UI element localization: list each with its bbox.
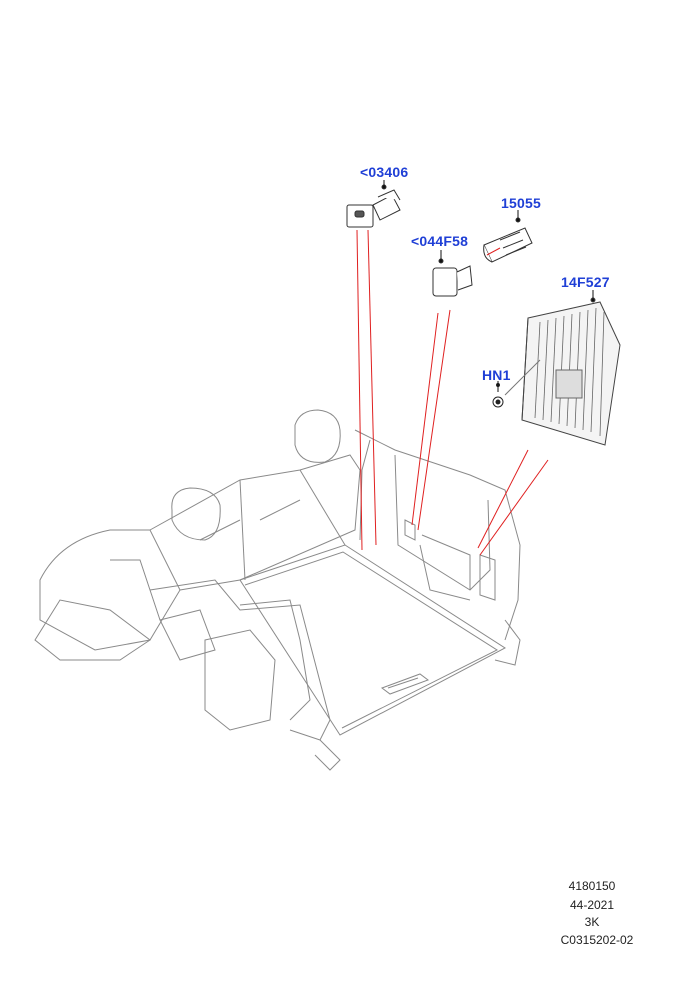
- cargo-area-drawing: [34, 409, 521, 771]
- callout-part-HN1: HN1: [482, 367, 511, 383]
- reference-code: 4180150: [568, 879, 616, 893]
- callout-part-044F58: <044F58: [411, 233, 469, 249]
- callout-part-14F527: 14F527: [561, 274, 610, 290]
- callout-part-03406: <03406: [360, 164, 409, 180]
- callout-ticks: [383, 180, 594, 396]
- connector-part-icon: [346, 184, 401, 228]
- amplifier-module-icon: [521, 297, 621, 446]
- callout-part-15055: 15055: [501, 195, 541, 211]
- leader-lines: [356, 229, 549, 556]
- cap-part-icon: [432, 258, 473, 297]
- reference-variant: 3K: [584, 915, 600, 929]
- reference-drawing-number: C0315202-02: [560, 933, 634, 947]
- reference-section: 44-2021: [569, 898, 615, 912]
- nut-part-icon: [492, 383, 504, 408]
- socket-part-icon: [483, 217, 533, 263]
